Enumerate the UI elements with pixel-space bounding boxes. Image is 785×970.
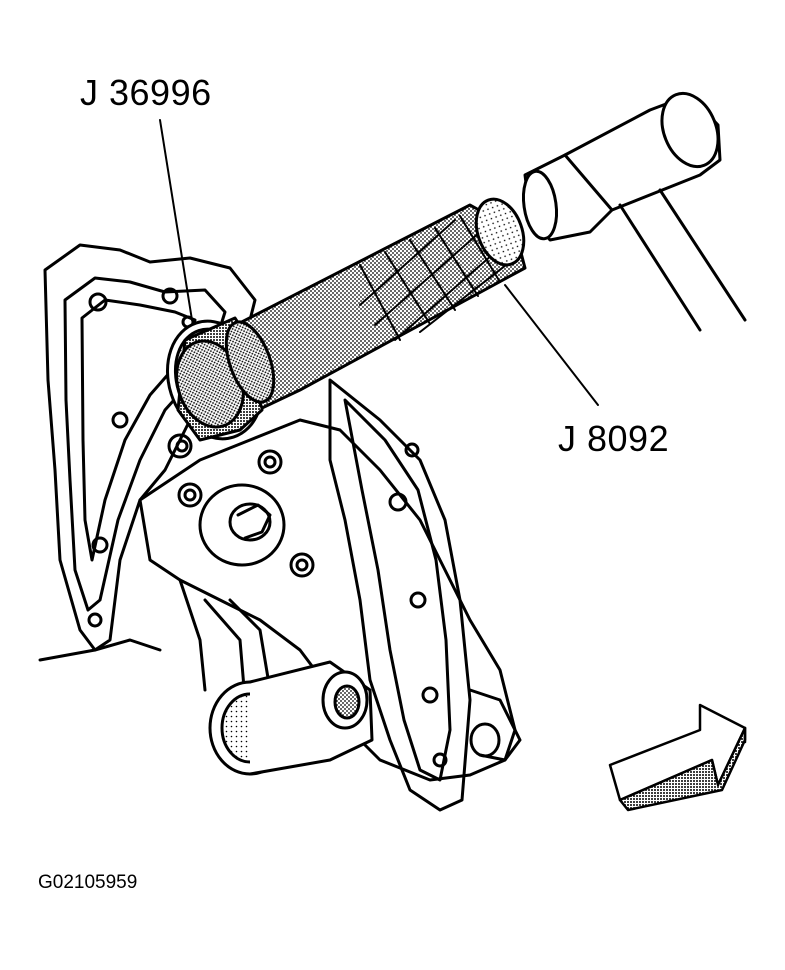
hammer	[521, 91, 747, 332]
lower-seal-stub	[208, 660, 374, 776]
tool-j8092	[224, 197, 527, 410]
arrow-right-icon	[608, 703, 747, 812]
pump-housing	[138, 378, 522, 812]
label-j36996: J 36996	[80, 72, 212, 113]
label-j8092: J 8092	[558, 418, 670, 459]
figure-id: G02105959	[38, 872, 138, 893]
leader-lines	[159, 119, 599, 406]
